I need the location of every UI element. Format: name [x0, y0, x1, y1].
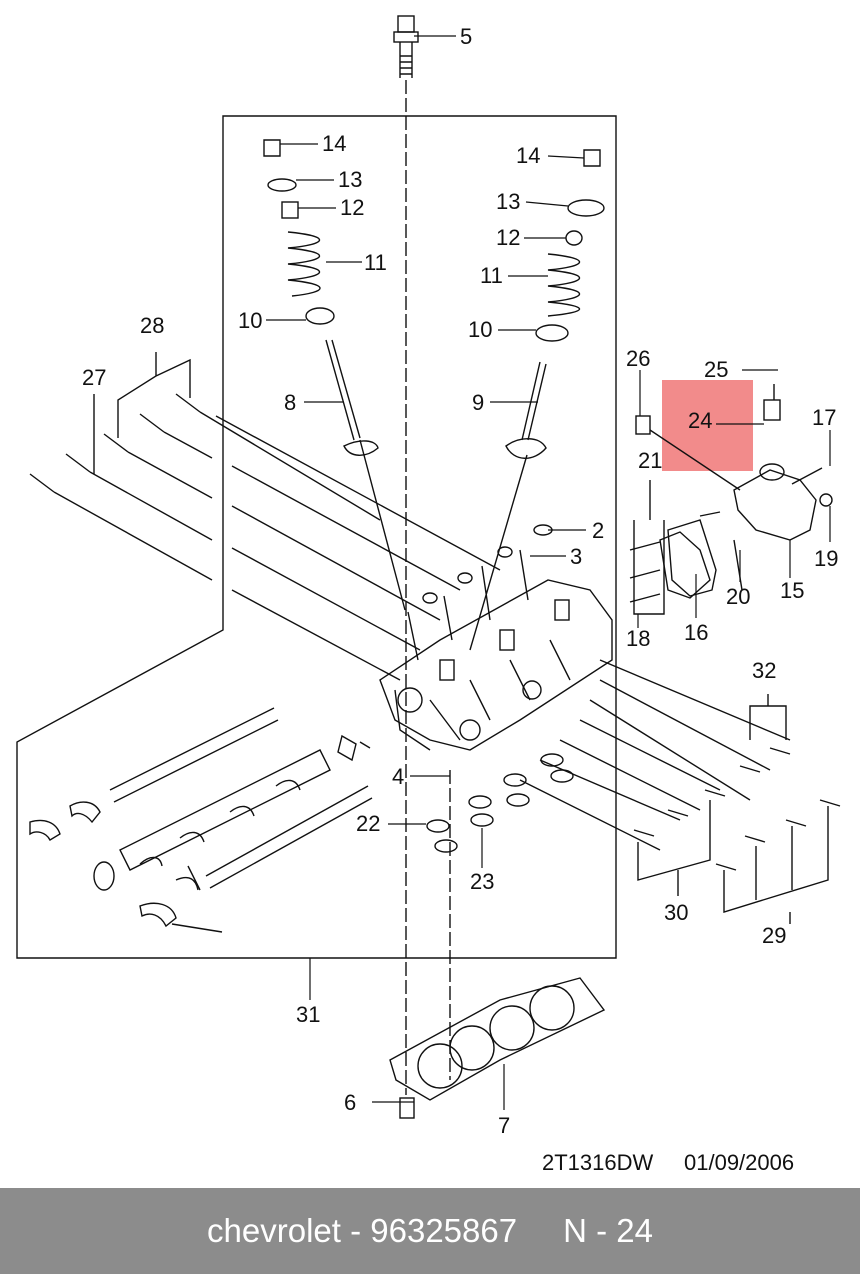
callout-21: 21 — [638, 448, 662, 473]
callout-32: 32 — [752, 658, 776, 683]
callout-30: 30 — [664, 900, 688, 925]
callout-2: 2 — [592, 518, 604, 543]
cylinder-head — [379, 579, 613, 751]
callout-26: 26 — [626, 346, 650, 371]
footer-bar: chevrolet - 96325867 N - 24 — [0, 1188, 860, 1274]
callout-10-right: 10 — [468, 317, 492, 342]
callout-9: 9 — [472, 390, 484, 415]
callout-31: 31 — [296, 1002, 320, 1027]
drawing-code: 2T1316DW — [542, 1150, 654, 1175]
footer-brand-part-number: chevrolet - 96325867 — [207, 1212, 518, 1249]
callout-23: 23 — [470, 869, 494, 894]
callout-20: 20 — [726, 584, 750, 609]
footer-page-reference: N - 24 — [563, 1212, 653, 1249]
callout-7: 7 — [498, 1113, 510, 1138]
callout-24: 24 — [688, 408, 712, 433]
callout-22: 22 — [356, 811, 380, 836]
callout-15: 15 — [780, 578, 804, 603]
callout-10-left: 10 — [238, 308, 262, 333]
callout-17: 17 — [812, 405, 836, 430]
callout-11-left: 11 — [364, 250, 387, 275]
callout-5: 5 — [460, 24, 472, 49]
callout-12-right: 12 — [496, 225, 520, 250]
callout-28: 28 — [140, 313, 164, 338]
callout-14-left: 14 — [322, 131, 346, 156]
callout-16: 16 — [684, 620, 708, 645]
highlight-box — [662, 380, 753, 471]
callout-11-right: 11 — [480, 263, 503, 288]
exploded-parts-diagram: 5 14 13 12 11 10 8 14 13 12 11 10 9 2 3 … — [16, 15, 841, 1175]
assembly-frame — [16, 115, 617, 959]
callout-13-right: 13 — [496, 189, 520, 214]
drawing-date: 01/09/2006 — [684, 1150, 794, 1175]
callout-27: 27 — [82, 365, 106, 390]
callout-25: 25 — [704, 357, 728, 382]
callout-13-left: 13 — [338, 167, 362, 192]
head-gasket — [389, 977, 606, 1101]
callout-8: 8 — [284, 390, 296, 415]
callout-3: 3 — [570, 544, 582, 569]
callout-6: 6 — [344, 1090, 356, 1115]
callout-4: 4 — [392, 764, 404, 789]
callout-29: 29 — [762, 923, 786, 948]
callout-19: 19 — [814, 546, 838, 571]
callout-18: 18 — [626, 626, 650, 651]
callout-12-left: 12 — [340, 195, 364, 220]
callout-14-right: 14 — [516, 143, 540, 168]
